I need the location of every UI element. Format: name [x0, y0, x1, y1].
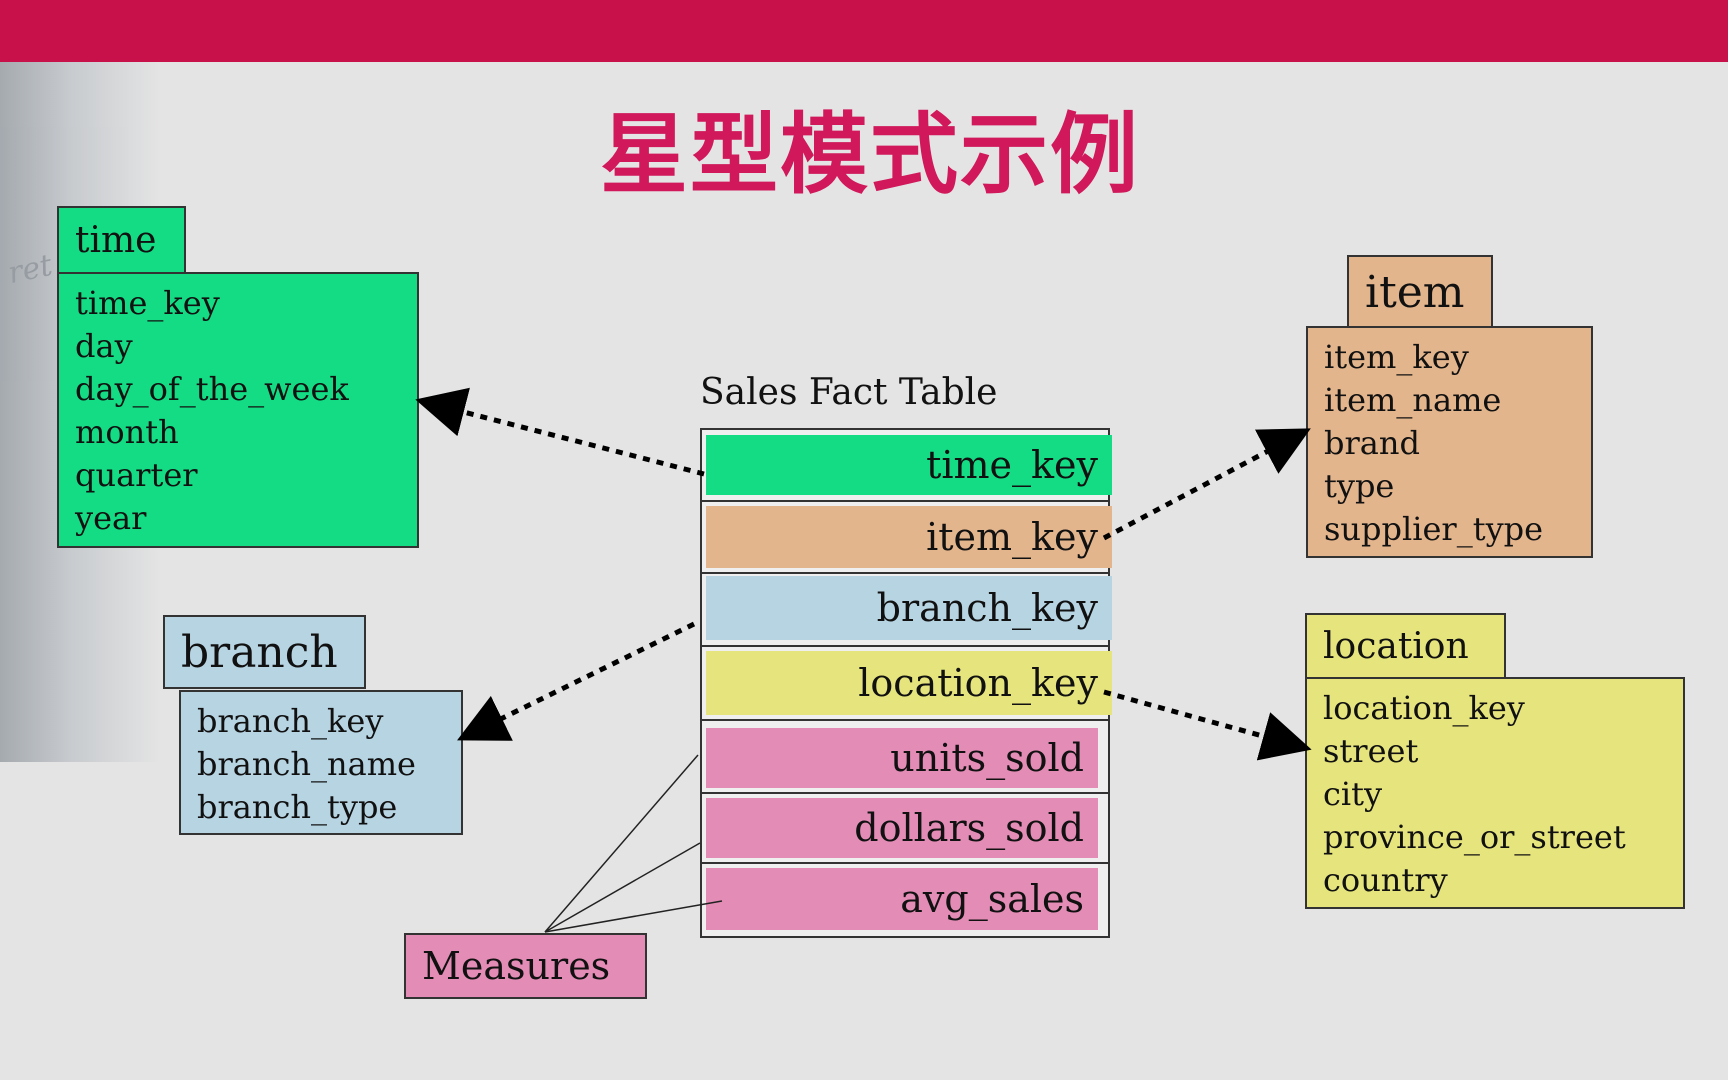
location-field: city: [1323, 775, 1383, 813]
time-field: year: [75, 499, 147, 537]
location-table-header: location: [1305, 613, 1506, 679]
branch-field: branch_key: [197, 702, 384, 740]
fact-row-label: dollars_sold: [854, 806, 1084, 850]
fact-row-label: item_key: [926, 515, 1098, 559]
slide-header-bar: [0, 0, 1728, 62]
fact-row-location-key: location_key: [706, 651, 1112, 715]
measures-pointer-line: [544, 842, 701, 933]
fact-row-label: avg_sales: [900, 877, 1084, 921]
time-table-fields: time_key day day_of_the_week month quart…: [57, 272, 419, 548]
fact-row-avg-sales: avg_sales: [706, 868, 1098, 930]
time-field: month: [75, 413, 179, 451]
item-field: supplier_type: [1324, 510, 1544, 548]
time-field: quarter: [75, 456, 198, 494]
fact-row-item-key: item_key: [706, 506, 1112, 568]
item-field: item_name: [1324, 381, 1502, 419]
fact-row-branch-key: branch_key: [706, 576, 1112, 640]
time-link-arrow: [415, 387, 705, 477]
branch-table-fields: branch_key branch_name branch_type: [179, 690, 463, 835]
item-table-fields: item_key item_name brand type supplier_t…: [1306, 326, 1593, 558]
fact-row-label: branch_key: [876, 586, 1098, 630]
fact-row-dollars-sold: dollars_sold: [706, 798, 1098, 858]
fact-row-label: units_sold: [890, 736, 1084, 780]
measures-label: Measures: [404, 933, 647, 999]
item-field: type: [1324, 467, 1395, 505]
fact-row-divider: [700, 862, 1110, 864]
time-field: day: [75, 327, 133, 365]
location-field: province_or_street: [1323, 818, 1626, 856]
measures-pointer-line: [544, 900, 723, 933]
slide-title: 星型模式示例: [599, 102, 1140, 206]
branch-field: branch_name: [197, 745, 416, 783]
branch-table-header: branch: [163, 615, 366, 689]
location-field: country: [1323, 861, 1448, 899]
item-field: brand: [1324, 424, 1420, 462]
fact-row-divider: [700, 572, 1110, 574]
measures-pointer-line: [544, 754, 699, 933]
branch-link-arrow: [457, 621, 696, 741]
fact-row-time-key: time_key: [706, 435, 1112, 495]
item-table-header: item: [1347, 255, 1493, 329]
fact-row-divider: [700, 719, 1110, 721]
location-link-arrow: [1103, 689, 1312, 761]
location-field: street: [1323, 732, 1419, 770]
fact-row-divider: [700, 645, 1110, 647]
fact-row-label: location_key: [858, 661, 1098, 705]
location-field: location_key: [1323, 689, 1525, 727]
time-field: day_of_the_week: [75, 370, 349, 408]
fact-row-divider: [700, 792, 1110, 794]
item-field: item_key: [1324, 338, 1469, 376]
fact-row-units-sold: units_sold: [706, 728, 1098, 788]
item-link-arrow: [1102, 428, 1311, 541]
time-field: time_key: [75, 284, 220, 322]
fact-row-label: time_key: [926, 443, 1098, 487]
fact-table-title: Sales Fact Table: [700, 372, 998, 413]
branch-field: branch_type: [197, 788, 398, 826]
fact-row-divider: [700, 500, 1110, 502]
location-table-fields: location_key street city province_or_str…: [1305, 677, 1685, 909]
